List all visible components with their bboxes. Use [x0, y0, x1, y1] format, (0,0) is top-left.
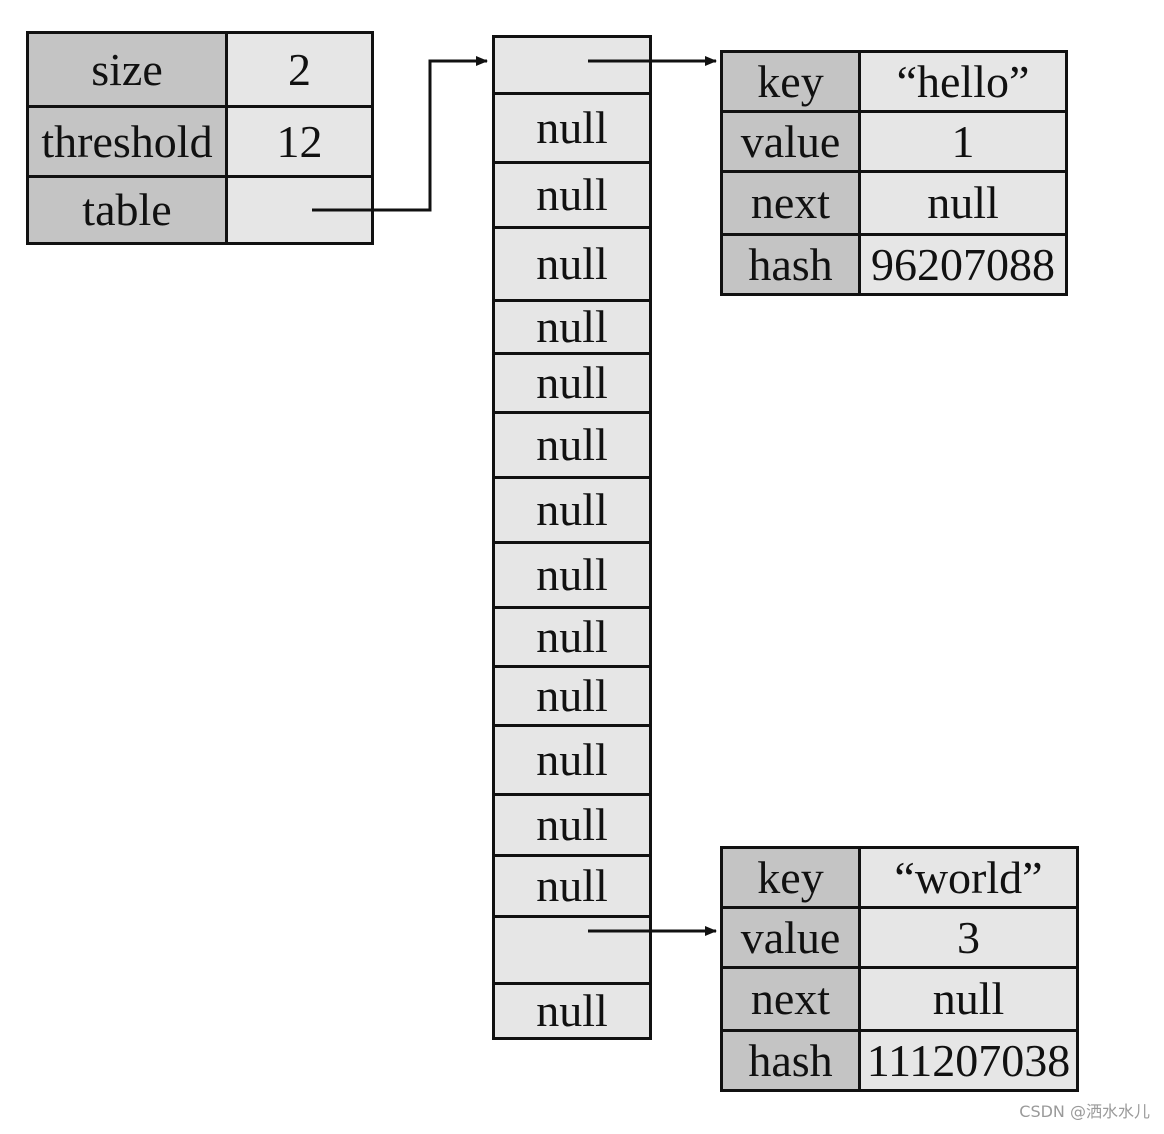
bucket-slot: null: [536, 734, 608, 785]
bucket-divider: [495, 476, 649, 479]
entry-key-label: key: [723, 849, 858, 906]
bucket-divider: [495, 915, 649, 918]
hashmap-row-table: table: [29, 178, 371, 242]
bucket-slot: [495, 38, 649, 92]
entry-row-key: key “world”: [723, 849, 1076, 906]
entry-key-label: key: [723, 53, 858, 110]
hashmap-size-label: size: [29, 34, 225, 105]
entry-next-value: null: [861, 173, 1065, 233]
entry-divider: [723, 966, 1076, 969]
watermark: CSDN @洒水水儿: [1019, 1102, 1150, 1121]
bucket-slot: null: [536, 169, 608, 220]
entry-value-label: value: [723, 113, 858, 170]
hashmap-divider: [29, 175, 371, 178]
entry-divider: [723, 233, 1065, 236]
bucket-slot: null: [536, 484, 608, 535]
entry-divider: [723, 1029, 1076, 1032]
entry-hash-label: hash: [723, 236, 858, 293]
bucket-slot: null: [536, 799, 608, 850]
entry-value-value: 1: [861, 113, 1065, 170]
entry-node-world: key “world” value 3 next null hash 11120…: [720, 846, 1079, 1092]
bucket-slot: null: [536, 238, 608, 289]
hashmap-table-label: table: [29, 178, 225, 242]
bucket-divider: [495, 299, 649, 302]
hashmap-table-value: [228, 178, 371, 242]
entry-row-value: value 3: [723, 909, 1076, 966]
entry-next-label: next: [723, 969, 858, 1029]
bucket-slot: null: [536, 301, 608, 352]
entry-node-hello: key “hello” value 1 next null hash 96207…: [720, 50, 1068, 296]
entry-row-hash: hash 96207088: [723, 236, 1065, 293]
entry-next-label: next: [723, 173, 858, 233]
entry-row-key: key “hello”: [723, 53, 1065, 110]
entry-next-value: null: [861, 969, 1076, 1029]
hashmap-threshold-label: threshold: [29, 108, 225, 175]
entry-divider: [723, 110, 1065, 113]
entry-row-hash: hash 111207038: [723, 1032, 1076, 1089]
bucket-slot: null: [536, 419, 608, 470]
bucket-slot: null: [536, 611, 608, 662]
bucket-divider: [495, 724, 649, 727]
bucket-divider: [495, 541, 649, 544]
entry-hash-label: hash: [723, 1032, 858, 1089]
bucket-slot: [495, 918, 649, 982]
bucket-divider: [495, 982, 649, 985]
hashmap-row-size: size 2: [29, 34, 371, 105]
bucket-divider: [495, 352, 649, 355]
bucket-divider: [495, 793, 649, 796]
bucket-divider: [495, 226, 649, 229]
bucket-divider: [495, 161, 649, 164]
entry-value-value: 3: [861, 909, 1076, 966]
hashmap-column-divider: [225, 34, 228, 242]
entry-row-next: next null: [723, 173, 1065, 233]
hashmap-row-threshold: threshold 12: [29, 108, 371, 175]
bucket-slot: null: [536, 670, 608, 721]
entry-value-label: value: [723, 909, 858, 966]
entry-key-value: “hello”: [861, 53, 1065, 110]
bucket-divider: [495, 92, 649, 95]
bucket-divider: [495, 665, 649, 668]
hashmap-size-value: 2: [228, 34, 371, 105]
hashmap-object: size 2 threshold 12 table: [26, 31, 374, 245]
entry-hash-value: 111207038: [861, 1032, 1076, 1089]
bucket-divider: [495, 854, 649, 857]
bucket-array: null null null null null null null null …: [492, 35, 652, 1040]
hashmap-divider: [29, 105, 371, 108]
entry-divider: [723, 170, 1065, 173]
bucket-slot: null: [536, 985, 608, 1036]
bucket-divider: [495, 411, 649, 414]
bucket-divider: [495, 606, 649, 609]
hashmap-threshold-value: 12: [228, 108, 371, 175]
entry-column-divider: [858, 849, 861, 1089]
entry-row-value: value 1: [723, 113, 1065, 170]
entry-row-next: next null: [723, 969, 1076, 1029]
entry-divider: [723, 906, 1076, 909]
entry-key-value: “world”: [861, 849, 1076, 906]
entry-column-divider: [858, 53, 861, 293]
entry-hash-value: 96207088: [861, 236, 1065, 293]
bucket-slot: null: [536, 102, 608, 153]
bucket-slot: null: [536, 549, 608, 600]
bucket-slot: null: [536, 357, 608, 408]
bucket-slot: null: [536, 860, 608, 911]
